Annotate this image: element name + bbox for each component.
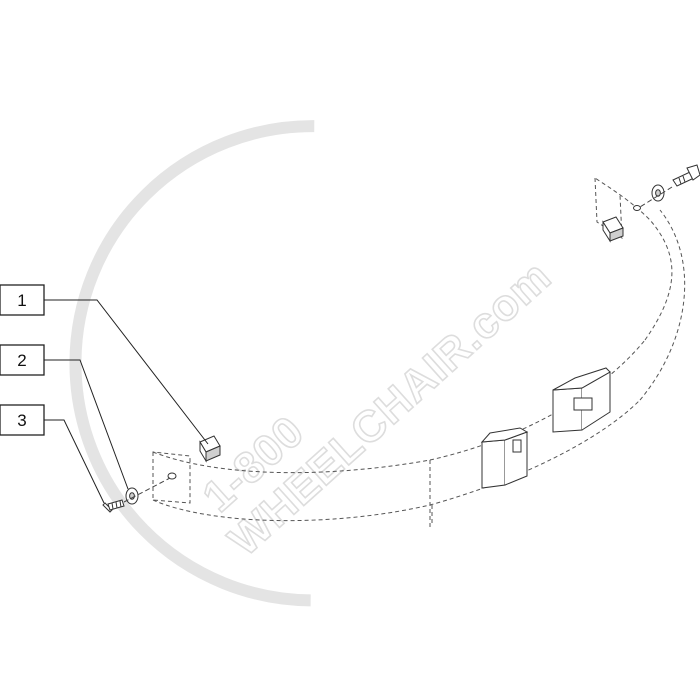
callout-1-label: 1 [17,291,26,310]
left-hardware [102,435,221,513]
callout-3-label: 3 [17,411,26,430]
belt-tongue-left [480,427,529,489]
right-screw-icon [672,164,700,187]
belt-left-end [152,451,191,504]
right-square-nut-icon [602,216,624,243]
callout-1: 1 [0,284,45,316]
left-assembly-axis [123,477,171,503]
right-hardware [602,164,700,243]
callout-2: 2 [0,344,45,376]
belt-strap-fold [429,460,433,530]
leader-lines [44,299,209,504]
left-plate-hole [167,472,177,480]
leader-2 [44,359,129,490]
belt-right-strap-front [594,177,673,341]
screw-icon [102,499,125,513]
right-washer-icon [651,184,665,202]
washer-icon [125,487,139,505]
belt-buckle-right [552,367,611,433]
right-plate-hole [633,205,641,211]
watermark-line2: WHEELCHAIR.com [220,251,561,565]
leader-3 [44,419,105,504]
square-nut-icon [199,435,221,463]
watermark-ring [69,120,315,607]
callout-3: 3 [0,404,45,436]
callout-2-label: 2 [17,351,26,370]
leader-1 [44,299,209,445]
belt-right-strap-back [639,209,686,401]
watermark: 1-800 WHEELCHAIR.com [69,120,561,607]
right-assembly-axis [639,186,673,208]
